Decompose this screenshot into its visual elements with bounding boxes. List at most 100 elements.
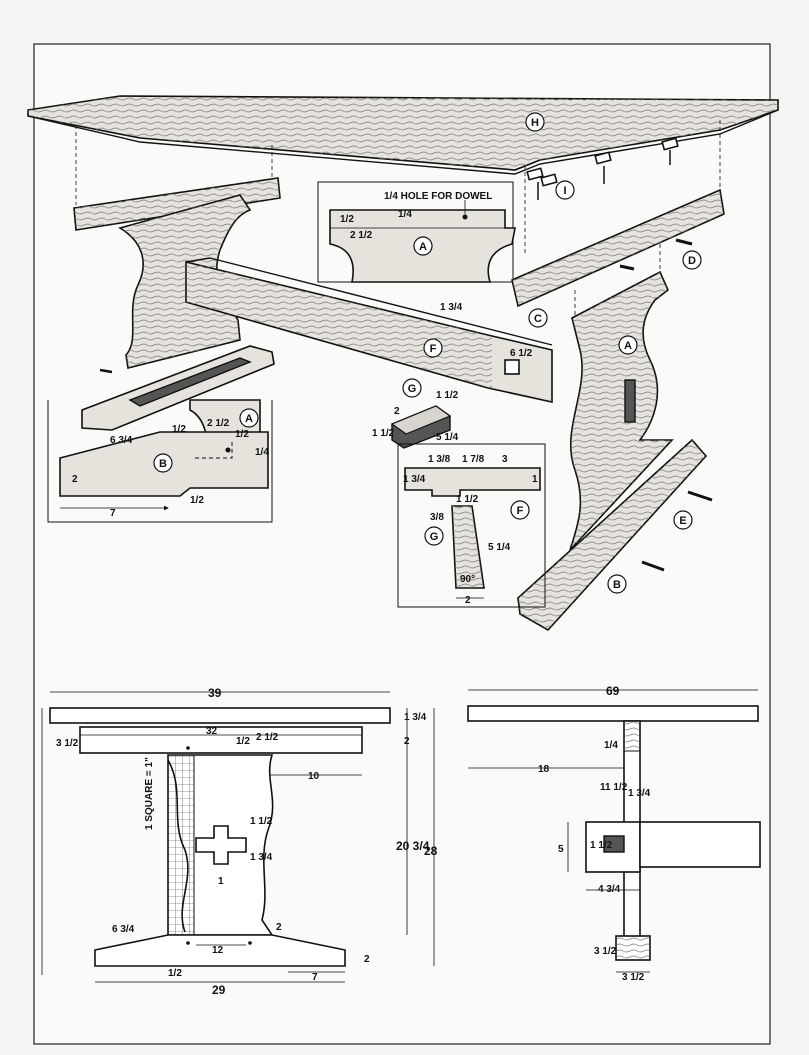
detail-top-half-dim: 1/2 [340,214,354,225]
part-c-callout [528,308,548,328]
part-f-label-detail: F [517,505,524,517]
front-2b: 2 [276,922,282,933]
right-leg [569,270,674,551]
detail-left-half-c: 1/2 [190,495,204,506]
wedge-side-dim: 1 1/2 [372,428,395,439]
detail-left-6-3-4: 6 3/4 [110,435,133,446]
side-18: 18 [538,764,550,775]
front-2c: 2 [364,954,370,965]
front-2-1-2: 2 1/2 [256,732,279,743]
part-b-label-left: B [159,458,167,470]
front-1-3-4: 1 3/4 [404,712,427,723]
detail-left-half-b: 1/2 [235,429,249,440]
front-1: 1 [218,876,224,887]
side-11-1-2: 11 1/2 [600,782,628,793]
part-d-label: D [688,255,696,267]
detail-left-2: 2 [72,474,78,485]
wedge-length-dim: 5 1/4 [436,432,459,443]
front-1-1-2: 1 1/2 [250,816,273,827]
right-foot [517,438,713,632]
stretcher [185,257,553,403]
front-20-3-4: 20 3/4 [396,839,430,853]
detail-joint-1-3-4: 1 3/4 [403,474,426,485]
front-32: 32 [206,726,218,737]
part-a-label-left: A [245,413,253,425]
side-1-4: 1/4 [604,740,618,751]
left-foot [81,345,275,431]
side-1-3-4: 1 3/4 [628,788,651,799]
detail-joint-3: 3 [502,454,508,465]
front-1-2: 1/2 [236,736,250,747]
part-a-label-right: A [624,340,632,352]
part-f-callout [423,338,443,358]
part-h-callout [525,112,545,132]
front-39: 39 [208,686,222,700]
wedge-width-dim: 2 [394,406,400,417]
front-1-2b: 1/2 [168,968,182,979]
front-28: 28 [424,844,438,858]
detail-left-1-4: 1/4 [255,447,269,458]
part-a-callout-left [239,408,259,428]
front-12: 12 [212,945,224,956]
front-6-3-4: 6 3/4 [112,924,135,935]
stretcher-tenon-dim: 6 1/2 [510,348,533,359]
part-h-label: H [531,117,539,129]
detail-joint-1-7-8: 1 7/8 [462,454,485,465]
part-f-callout-detail [510,500,530,520]
part-i-callout [555,180,575,200]
front-2a: 2 [404,736,410,747]
front-10: 10 [308,771,320,782]
right-top-cleat [511,188,725,308]
detail-joint-3-8: 3/8 [430,512,444,523]
grid-scale-note: 1 SQUARE = 1" [144,757,155,830]
detail-joint [397,443,546,608]
table-top [27,95,779,175]
detail-top-quarter-dim: 1/4 [398,209,412,220]
side-4-3-4: 4 3/4 [598,884,621,895]
detail-left-half-a: 1/2 [172,424,186,435]
detail-joint-1: 1 [532,474,538,485]
side-69: 69 [606,684,620,698]
detail-joint-90: 90° [460,574,475,585]
front-3-1-2: 3 1/2 [56,738,79,749]
wedge-top-dim: 1 1/2 [436,390,459,401]
part-b-label-right: B [613,579,621,591]
part-e-callout [673,510,693,530]
detail-left-2-1-2: 2 1/2 [207,418,230,429]
stretcher-thickness-dim: 1 3/4 [440,302,463,313]
front-1-3-4b: 1 3/4 [250,852,273,863]
front-29: 29 [212,983,226,997]
detail-joint-1-3-8: 1 3/8 [428,454,451,465]
part-b-callout-right [607,574,627,594]
part-b-callout-left [153,453,173,473]
detail-top-two-half-dim: 2 1/2 [350,230,373,241]
dowel-hole-callout: 1/4 HOLE FOR DOWEL [384,191,492,202]
side-3-1-2: 3 1/2 [594,946,617,957]
part-d-callout [682,250,702,270]
left-leg [117,194,252,369]
detail-joint-5-1-4: 5 1/4 [488,542,511,553]
part-c-label: C [534,313,542,325]
part-g-label: G [408,383,417,395]
detail-left-7: 7 [110,508,116,519]
side-5: 5 [558,844,564,855]
explode-guides [75,120,721,320]
front-view [41,691,435,983]
tabletop-fasteners [526,137,679,200]
side-3-1-2b: 3 1/2 [622,972,645,983]
part-g-callout [402,378,422,398]
front-7: 7 [312,972,318,983]
left-top-cleat [73,177,281,231]
wedge [390,405,452,449]
side-1-1-2: 1 1/2 [590,840,613,851]
part-a-callout-top [413,236,433,256]
part-a-label-top: A [419,241,427,253]
part-a-callout-right [618,335,638,355]
side-view [467,689,761,973]
detail-joint-2: 2 [465,595,471,606]
part-e-label: E [679,515,686,527]
part-g-callout-detail [424,526,444,546]
detail-joint-1-1-2: 1 1/2 [456,494,479,505]
